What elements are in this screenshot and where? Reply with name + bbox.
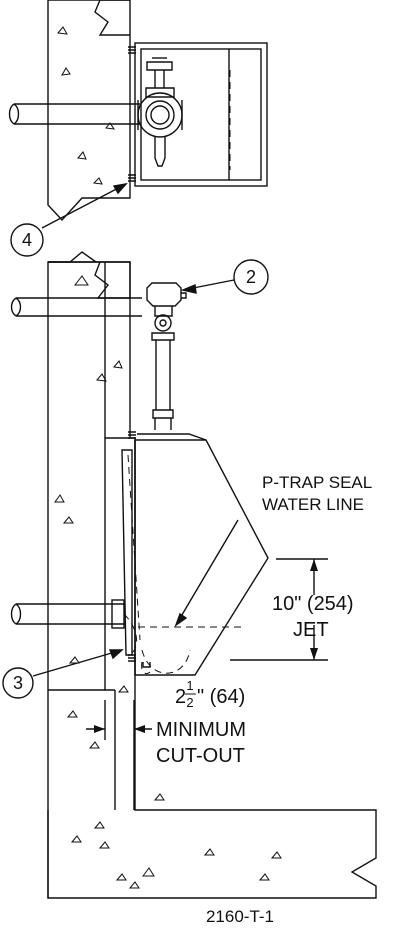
waste-outlet-pipe — [10, 599, 137, 657]
cutout-numerator: 1 — [186, 678, 193, 693]
cutout-label-line2: CUT-OUT — [156, 745, 245, 767]
callout-3: 3 — [2, 649, 124, 699]
cutout-denominator: 2 — [186, 695, 193, 710]
ptrap-label: P-TRAP SEAL WATER LINE — [262, 473, 372, 514]
cutout-value: " (64) — [197, 686, 245, 708]
figure-id: 2160-T-1 — [206, 907, 274, 926]
jet-dimension-label: JET — [293, 619, 329, 641]
flush-valve-elevation — [146, 282, 187, 430]
jet-dimension: 10" (254) JET — [230, 558, 354, 661]
main-supply-pipe — [10, 297, 142, 317]
callout-2: 2 — [180, 259, 269, 295]
jet-dimension-value: 10" (254) — [272, 593, 354, 615]
top-flush-valve — [137, 57, 183, 167]
water-line-level — [138, 519, 246, 628]
cutout-dimension: 2 1 2 " (64) MINIMUM CUT-OUT — [86, 678, 246, 810]
ptrap-label-line1: P-TRAP SEAL — [262, 473, 372, 492]
top-anchor-screws — [128, 46, 136, 182]
ptrap-label-line2: WATER LINE — [262, 495, 364, 514]
cutout-label-line1: MINIMUM — [156, 719, 246, 741]
cutout-whole: 2 — [175, 686, 186, 708]
top-supply-pipe — [8, 103, 140, 125]
hanger-bracket — [121, 431, 141, 662]
concrete-aggregate-main — [54, 275, 282, 889]
top-wall-section — [47, 0, 131, 222]
callout-4-number: 4 — [22, 230, 32, 250]
main-wall-section — [47, 251, 377, 899]
urinal-fixture — [134, 433, 269, 676]
concrete-aggregate-top — [57, 26, 116, 185]
callout-2-number: 2 — [246, 267, 256, 287]
callout-3-number: 3 — [13, 673, 23, 693]
callout-4: 4 — [10, 182, 128, 257]
top-access-box — [134, 42, 268, 187]
